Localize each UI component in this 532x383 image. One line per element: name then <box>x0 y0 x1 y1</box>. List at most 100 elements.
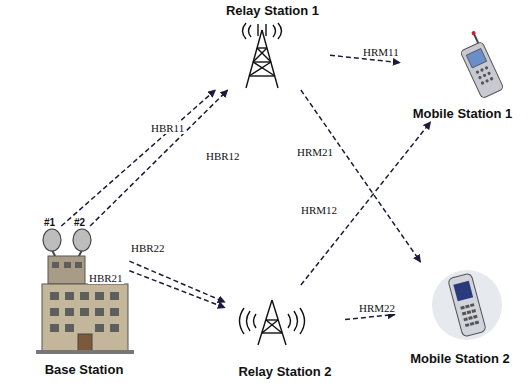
window <box>110 292 119 300</box>
window <box>95 308 104 316</box>
station-label: Relay Station 1 <box>224 2 321 19</box>
antenna-number: #2 <box>74 217 85 228</box>
station-label: Mobile Station 2 <box>408 350 512 367</box>
tower-brace <box>266 319 278 320</box>
tower-brace <box>249 62 271 76</box>
tower-brace <box>253 62 275 76</box>
channel-label-box: HRM11 <box>362 42 400 60</box>
relay-tower <box>243 23 282 88</box>
mobile-station: Mobile Station 2 <box>395 262 525 367</box>
channel-label: HRM22 <box>358 302 396 314</box>
channel-arrow <box>61 90 215 226</box>
tower-brace <box>262 332 282 333</box>
channel-label: HRM21 <box>296 146 334 158</box>
radio-wave <box>288 314 291 328</box>
radio-wave <box>294 311 298 331</box>
phone-key <box>482 73 486 77</box>
phone-key <box>475 70 479 74</box>
radio-wave <box>278 23 282 39</box>
channel-label: HBR22 <box>130 242 166 254</box>
channel-label-box: HBR21 <box>88 268 124 286</box>
phone-screen <box>453 281 473 302</box>
tower-brace <box>257 47 267 48</box>
mobile-phone <box>455 30 504 99</box>
tower-leg <box>246 30 262 88</box>
phone-key <box>468 316 473 320</box>
phone-key <box>462 312 467 316</box>
window <box>65 292 74 300</box>
phone-backdrop <box>432 270 502 340</box>
phone-antenna <box>474 34 478 43</box>
phone-key <box>485 79 489 83</box>
antenna-rod <box>257 24 258 36</box>
base-station-building <box>36 229 134 354</box>
channel-label-box: HRM22 <box>358 298 396 316</box>
station-label: Mobile Station 1 <box>411 105 515 122</box>
window <box>52 262 59 268</box>
antenna-label-box: #1 <box>44 212 55 230</box>
channel-arrow <box>345 315 395 320</box>
phone-key <box>460 306 465 310</box>
phone-body <box>460 41 504 98</box>
channel-arrow <box>129 261 225 302</box>
radio-wave <box>240 308 245 334</box>
phone-key <box>489 77 493 81</box>
tower-brace <box>253 61 271 62</box>
radio-wave <box>243 23 247 39</box>
phone-keypad <box>460 303 479 327</box>
window <box>95 324 104 332</box>
tower-brace <box>249 75 275 76</box>
channel-label-box: HRM21 <box>296 142 334 160</box>
window <box>50 292 59 300</box>
radio-wave <box>249 25 252 37</box>
ground-strip <box>36 350 134 354</box>
antenna-label-box: #2 <box>74 212 85 230</box>
radio-wave <box>300 308 305 334</box>
window <box>95 292 104 300</box>
antenna-rod <box>265 24 266 36</box>
phone-body <box>448 273 487 337</box>
phone-key <box>487 71 491 75</box>
channel-arrow <box>129 271 225 308</box>
antenna-number: #1 <box>44 217 55 228</box>
phone-key <box>478 75 482 79</box>
phone-key <box>470 303 475 307</box>
channel-label-box: HBR11 <box>150 118 185 136</box>
window <box>65 324 74 332</box>
phone-key <box>473 315 478 319</box>
radio-wave <box>247 311 251 331</box>
phone-key <box>463 317 468 321</box>
building-body <box>42 284 128 352</box>
mobile-station: Mobile Station 1 <box>400 40 525 122</box>
radio-wave <box>254 314 257 328</box>
channel-label: HBR12 <box>205 150 241 162</box>
tower-brace <box>266 320 282 333</box>
tower-leg <box>262 30 278 88</box>
phone-key <box>480 68 484 72</box>
phone-key <box>475 321 480 325</box>
phone-antenna-tip <box>471 30 476 35</box>
mobile-phone <box>432 270 502 340</box>
phone-key <box>484 66 488 70</box>
base-station: Base Station <box>39 226 130 378</box>
channel-label: HRM11 <box>362 46 400 58</box>
channel-arrow <box>301 90 421 262</box>
window <box>75 262 82 268</box>
window <box>65 308 74 316</box>
radio-wave <box>273 25 276 37</box>
channel-label-box: HBR12 <box>205 146 241 164</box>
phone-keypad <box>475 66 493 85</box>
phone-key <box>467 310 472 314</box>
tower-brace <box>253 48 267 62</box>
relay-station: Relay Station 1 <box>215 2 330 90</box>
phone-screen <box>466 48 486 67</box>
window <box>110 308 119 316</box>
antenna-dish <box>73 229 91 251</box>
channel-label-box: HRM12 <box>300 200 338 218</box>
channel-label: HRM12 <box>300 204 338 216</box>
relay-tower <box>240 300 305 345</box>
channel-label: HBR21 <box>88 272 124 284</box>
